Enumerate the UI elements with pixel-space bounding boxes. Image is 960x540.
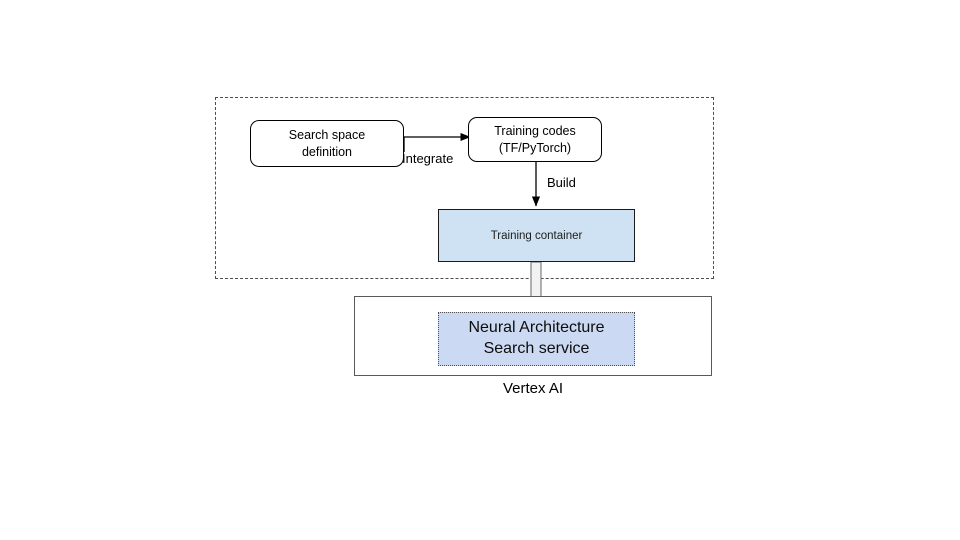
node-nas-line1: Neural Architecture: [468, 319, 605, 337]
node-search-space-line1: Search space: [288, 127, 366, 142]
node-training-codes-line2: (TF/PyTorch): [498, 140, 572, 155]
node-nas-line2: Search service: [483, 340, 590, 357]
node-neural-architecture-search-service[interactable]: Neural Architecture Search service: [438, 312, 635, 366]
node-training-container-label: Training container: [490, 229, 583, 242]
node-training-codes-label: Training codes (TF/PyTorch): [494, 123, 576, 157]
edge-label-build: Build: [547, 175, 576, 190]
user-environment-group-boundary: [215, 97, 714, 279]
node-search-space-label: Search space definition: [289, 127, 365, 161]
node-training-container[interactable]: Training container: [438, 209, 635, 262]
node-nas-label: Neural Architecture Search service: [468, 318, 604, 360]
node-training-codes-line1: Training codes: [494, 123, 576, 138]
node-training-codes[interactable]: Training codes (TF/PyTorch): [468, 117, 602, 162]
node-search-space-definition[interactable]: Search space definition: [250, 120, 404, 167]
vertex-ai-caption: Vertex AI: [502, 380, 564, 397]
node-search-space-line2: definition: [301, 144, 353, 159]
edge-label-integrate: Integrate: [402, 151, 454, 166]
